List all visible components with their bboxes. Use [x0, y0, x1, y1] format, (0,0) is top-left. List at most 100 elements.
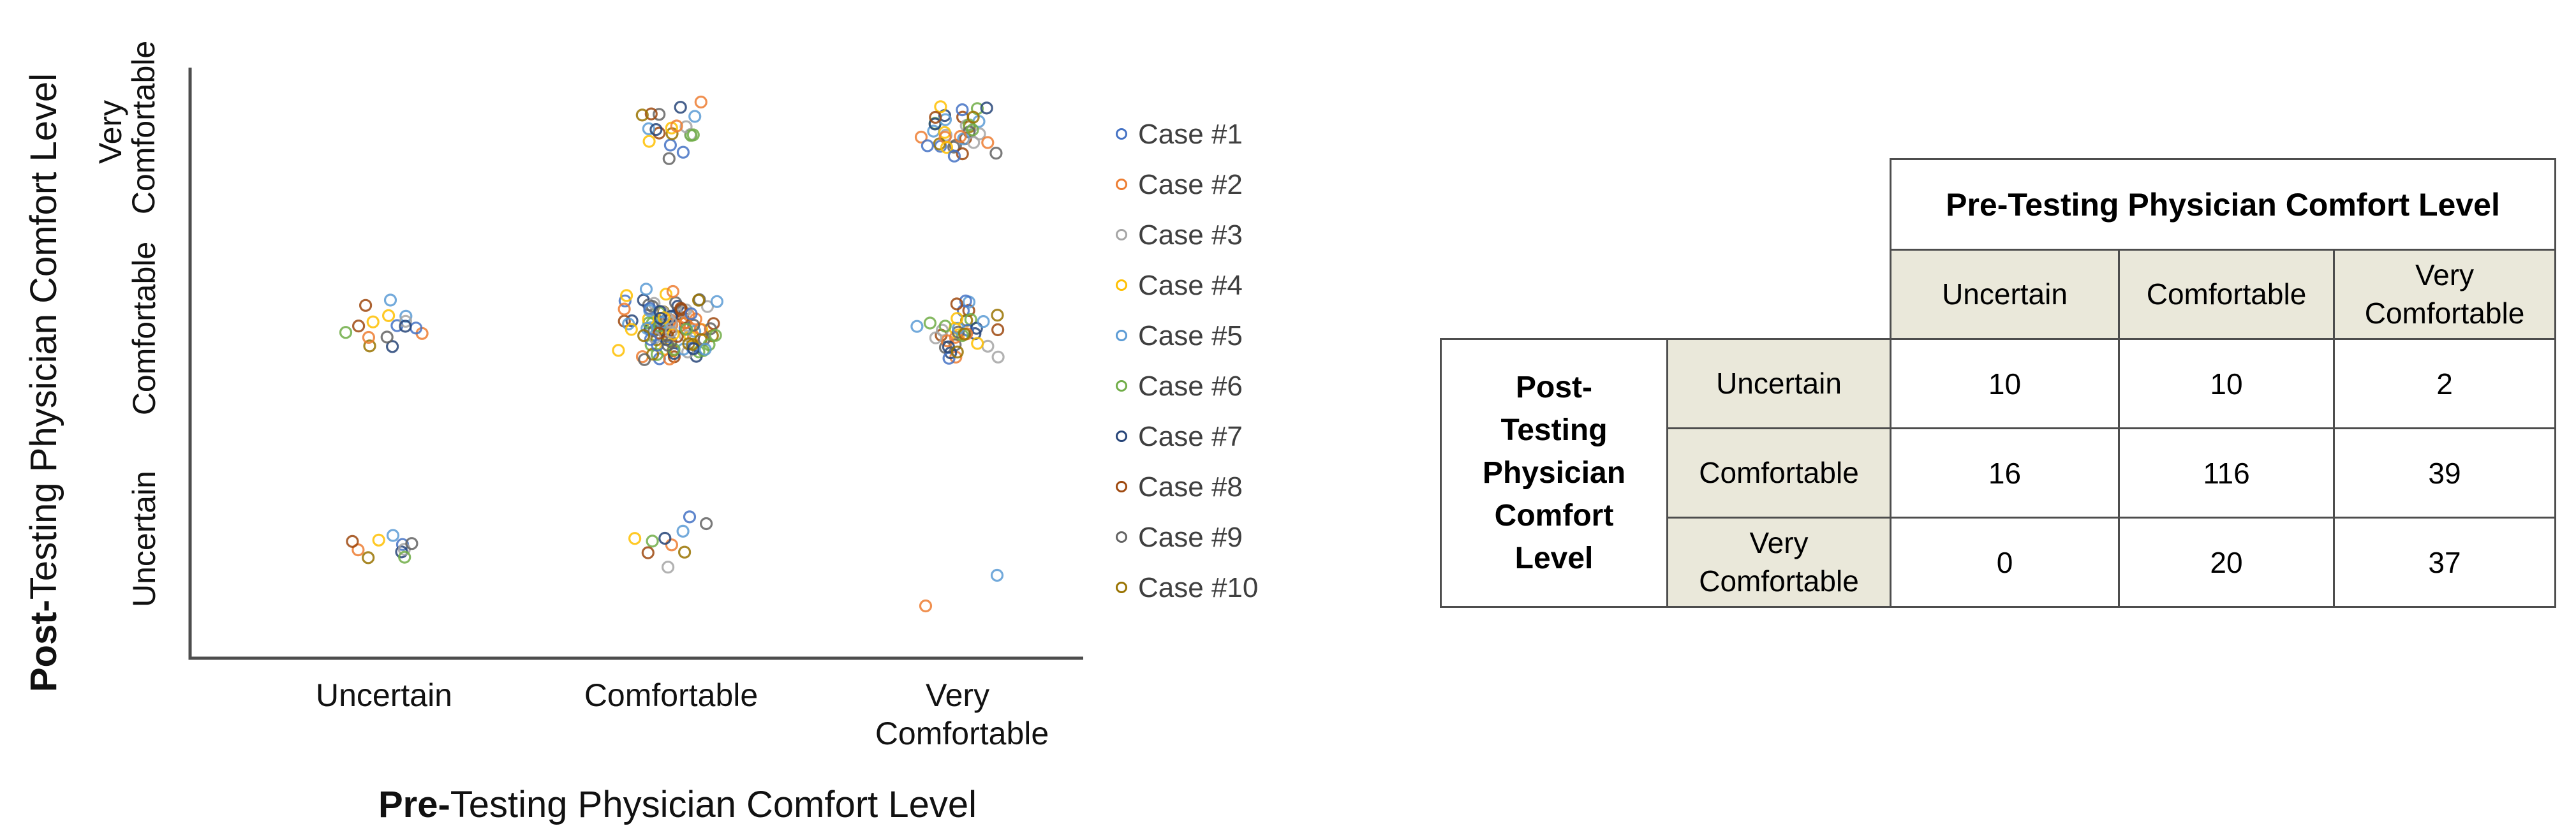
scatter-point [981, 339, 995, 353]
scatter-point [977, 315, 990, 328]
legend-marker-icon [1116, 481, 1127, 492]
scatter-point [658, 531, 672, 545]
scatter-point [683, 510, 697, 524]
crosstab-table: Pre-Testing Physician Comfort Level Unce… [1440, 158, 2556, 608]
scatter-point [688, 110, 702, 123]
scatter-point [372, 533, 385, 547]
scatter-point [653, 108, 666, 121]
scatter-point [381, 309, 396, 322]
x-axis-title: Pre-Testing Physician Comfort Level [378, 784, 977, 825]
scatter-point [947, 149, 961, 163]
x-axis-title-bold: Pre- [378, 784, 450, 825]
scatter-point [951, 325, 965, 339]
scatter-point [934, 100, 947, 114]
scatter-points-layer [339, 95, 1005, 613]
scatter-point [638, 353, 651, 366]
legend-item: Case #1 [1116, 119, 1243, 150]
scatter-point [642, 135, 656, 148]
scatter-point [637, 328, 651, 343]
legend-label: Case #10 [1138, 572, 1258, 603]
cell-uncertain-uncertain: 10 [1890, 338, 2120, 429]
scatter-point [666, 284, 680, 298]
scatter-point [940, 141, 954, 154]
scatter-point [951, 312, 964, 325]
scatter-point [670, 119, 683, 133]
scatter-point [709, 328, 722, 342]
legend-label: Case #7 [1138, 421, 1243, 452]
scatter-point [339, 326, 353, 339]
scatter-point [650, 348, 664, 361]
scatter-point [685, 307, 698, 321]
scatter-point [950, 297, 963, 311]
scatter-point [646, 534, 659, 548]
scatter-point [386, 529, 400, 542]
legend-marker-icon [1116, 380, 1127, 392]
cell-comfortable-very-comfortable: 39 [2333, 427, 2556, 519]
scatter-point [989, 147, 1003, 160]
cell-very-comfortable-very-comfortable: 37 [2333, 517, 2556, 608]
y-tick-uncertain: Uncertain [126, 471, 162, 607]
scatter-point [970, 321, 983, 335]
scatter-point [947, 140, 961, 154]
scatter-point [919, 599, 933, 613]
legend-marker-icon [1116, 431, 1127, 442]
scatter-point [679, 323, 693, 336]
cell-uncertain-very-comfortable: 2 [2333, 338, 2556, 429]
scatter-point [710, 295, 724, 308]
cell-comfortable-comfortable: 116 [2118, 427, 2335, 519]
legend-marker-icon [1116, 330, 1127, 341]
scatter-point [699, 517, 713, 531]
scatter-point [694, 95, 707, 109]
legend-marker-icon [1116, 582, 1127, 593]
post-testing-group-header: Post- Testing Physician Comfort Level [1440, 338, 1668, 608]
scatter-point [971, 337, 984, 350]
scatter-point [956, 103, 969, 117]
scatter-point [405, 537, 418, 550]
scatter-point [938, 320, 952, 333]
col-header-uncertain: Uncertain [1890, 249, 2120, 340]
scatter-point [352, 320, 366, 333]
x-tick-uncertain: Uncertain [316, 677, 452, 713]
scatter-point [659, 288, 673, 301]
scatter-point [929, 110, 942, 124]
scatter-point [383, 293, 397, 307]
scatter-point [923, 316, 937, 330]
legend-label: Case #2 [1138, 169, 1243, 200]
scatter-point [644, 333, 657, 346]
scatter-point [929, 331, 942, 344]
legend-marker-icon [1116, 279, 1127, 291]
scatter-point [699, 343, 712, 356]
scatter-point [940, 334, 954, 348]
legend-item: Case #7 [1116, 421, 1243, 452]
scatter-point [663, 138, 677, 152]
y-axis-title-rest: Testing Physician Comfort Level [23, 73, 64, 600]
legend-label: Case #3 [1138, 219, 1243, 251]
col-header-very-comfortable: Very Comfortable [2333, 249, 2556, 340]
scatter-point [635, 108, 649, 122]
legend-item: Case #4 [1116, 270, 1243, 301]
scatter-point [362, 551, 375, 564]
scatter-point [674, 101, 687, 114]
x-axis-title-rest: Testing Physician Comfort Level [450, 784, 977, 825]
cell-very-comfortable-uncertain: 0 [1890, 517, 2120, 608]
scatter-point [958, 327, 972, 341]
cell-very-comfortable-comfortable: 20 [2118, 517, 2335, 608]
row-header-comfortable: Comfortable [1666, 427, 1891, 519]
legend-item: Case #10 [1116, 572, 1258, 603]
scatter-point [966, 123, 979, 136]
pre-testing-group-header: Pre-Testing Physician Comfort Level [1890, 158, 2556, 251]
cell-uncertain-comfortable: 10 [2118, 338, 2335, 429]
scatter-point [359, 298, 373, 312]
scatter-point [653, 126, 666, 140]
scatter-point [618, 294, 632, 307]
scatter-point [625, 323, 638, 336]
legend-item: Case #9 [1116, 522, 1243, 553]
scatter-point [642, 122, 655, 135]
legend-item: Case #6 [1116, 371, 1243, 402]
scatter-point [628, 532, 642, 545]
scatter-point [662, 152, 676, 165]
row-header-very-comfortable: Very Comfortable [1666, 517, 1891, 608]
scatter-point [914, 130, 928, 144]
scatter-point [980, 101, 993, 115]
